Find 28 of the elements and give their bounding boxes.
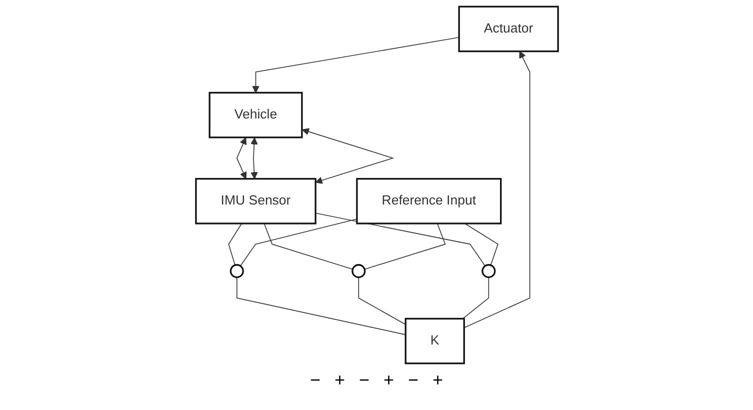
- arrow: [301, 128, 394, 184]
- arrow: [250, 137, 258, 180]
- connector: [236, 276, 406, 336]
- sign-label: +: [334, 370, 345, 391]
- node-circle: [481, 264, 496, 278]
- node-box: IMU Sensor: [194, 178, 316, 224]
- connector: [462, 276, 489, 320]
- sign-label: −: [408, 370, 419, 391]
- node-box: K: [404, 318, 464, 364]
- node-box: Reference Input: [356, 178, 502, 224]
- connector: [364, 223, 446, 270]
- node-box: Vehicle: [208, 92, 302, 138]
- connector: [240, 218, 357, 266]
- node-circle: [229, 264, 244, 278]
- arrow: [252, 36, 459, 94]
- connector: [228, 223, 242, 266]
- connector: [314, 212, 486, 266]
- arrow: [463, 51, 530, 328]
- node-box: Actuator: [458, 6, 558, 52]
- sign-label: −: [310, 370, 320, 391]
- sign-label: +: [384, 370, 394, 391]
- connector: [464, 223, 498, 266]
- connector: [263, 223, 353, 270]
- sign-label: +: [432, 370, 444, 391]
- arrow: [236, 137, 246, 180]
- connector: [358, 276, 406, 325]
- sign-label: −: [358, 370, 370, 391]
- node-circle: [351, 264, 366, 278]
